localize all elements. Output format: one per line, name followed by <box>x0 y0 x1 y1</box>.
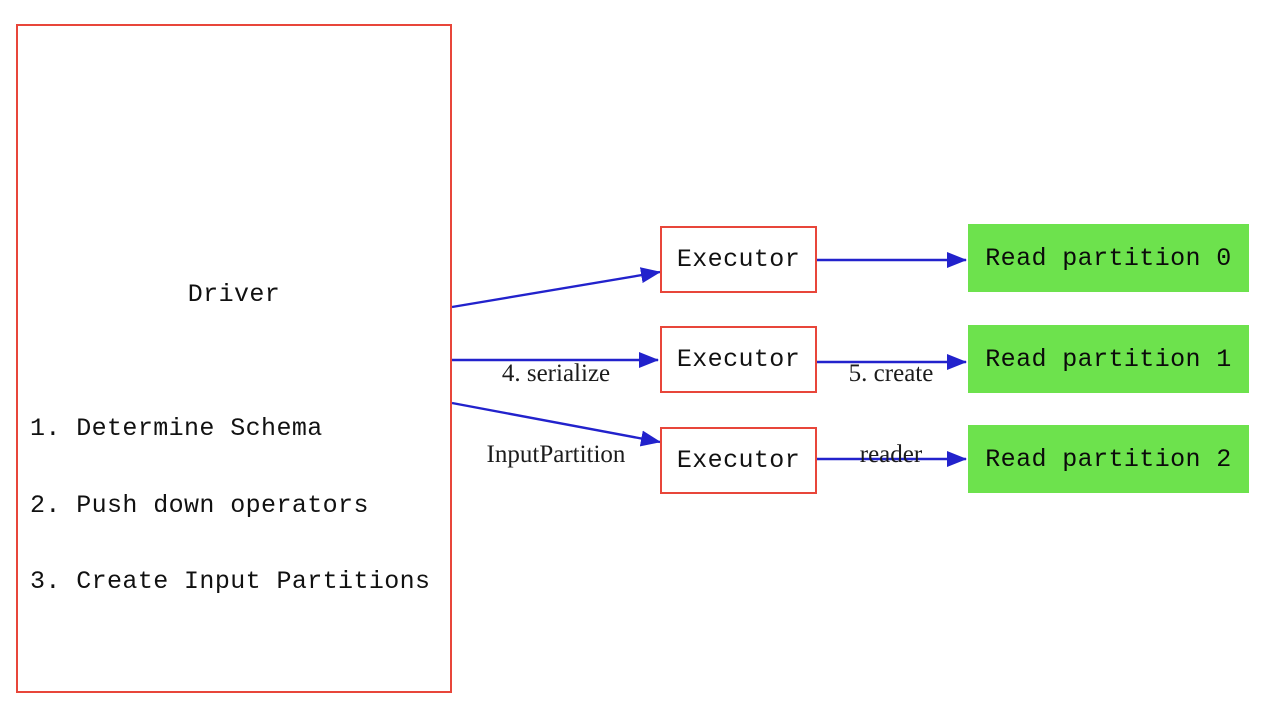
edge-label-line: 4. serialize <box>501 360 611 387</box>
driver-box <box>16 24 452 693</box>
executor-label: Executor <box>676 345 801 374</box>
executor-box-2: Executor <box>660 427 817 494</box>
read-partition-box-0: Read partition 0 <box>968 224 1249 292</box>
arrow-driver-to-executor-0 <box>451 267 661 309</box>
edge-label-line: 5. create <box>848 360 934 387</box>
read-partition-label: Read partition 0 <box>985 243 1232 273</box>
read-partition-label: Read partition 1 <box>985 344 1232 374</box>
edge-label-line: InputPartition <box>486 441 626 468</box>
executor-box-0: Executor <box>660 226 817 293</box>
driver-step: 3. Create Input Partitions <box>30 567 431 596</box>
driver-step: 1. Determine Schema <box>30 414 323 443</box>
read-partition-box-1: Read partition 1 <box>968 325 1249 393</box>
edge-label-serialize-inputpartition: 4. serialize InputPartition <box>446 306 666 522</box>
read-partition-label: Read partition 2 <box>985 444 1232 474</box>
driver-title: Driver <box>187 280 281 309</box>
driver-step: 2. Push down operators <box>30 490 369 520</box>
read-partition-box-2: Read partition 2 <box>968 425 1249 493</box>
executor-box-1: Executor <box>660 326 817 393</box>
executor-label: Executor <box>676 245 801 274</box>
driver-steps-list: 1. Determine Schema 2. Push down operato… <box>30 365 430 646</box>
edge-label-create-reader: 5. create reader <box>801 306 981 522</box>
executor-label: Executor <box>676 446 801 475</box>
edge-label-line: reader <box>859 441 923 468</box>
